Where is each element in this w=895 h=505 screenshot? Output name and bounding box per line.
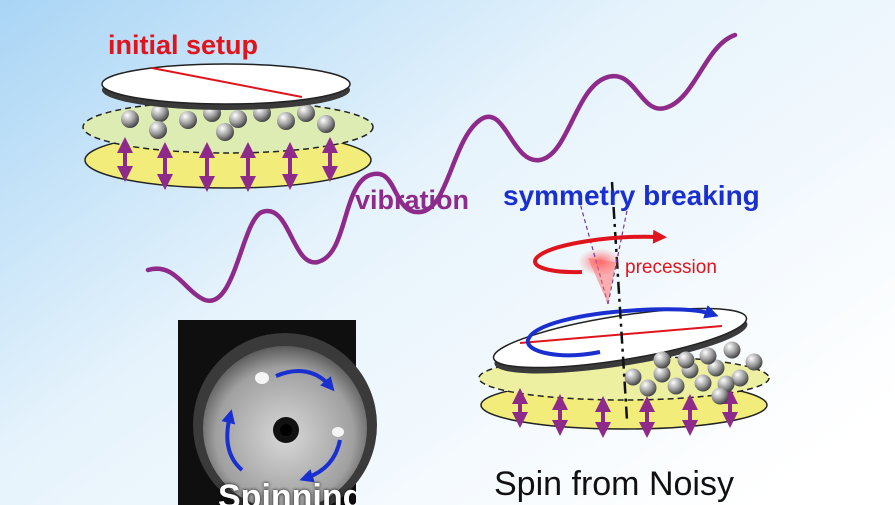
circular-rotation-arrow xyxy=(221,369,342,483)
circular-rotation-arrow xyxy=(525,305,719,358)
vibration-wave xyxy=(145,32,738,303)
top-disk xyxy=(101,63,351,105)
symmetry-breaking-label: symmetry breaking xyxy=(503,180,760,211)
vibration-label: vibration xyxy=(355,185,470,215)
steel-beads xyxy=(624,341,763,405)
photo-overlay-clip: Spinning xyxy=(178,320,356,505)
vertical-axis xyxy=(610,181,629,421)
experiment-photo xyxy=(178,320,377,505)
initial-setup-label: initial setup xyxy=(108,30,259,60)
caption: Spin from Noisy xyxy=(494,465,734,503)
disk-reference-line xyxy=(151,67,303,98)
double-headed-vibration-arrow xyxy=(117,137,338,192)
precession-cone xyxy=(577,195,631,305)
initial-setup-apparatus xyxy=(82,63,374,192)
steel-beads xyxy=(121,104,335,141)
double-headed-vibration-arrow xyxy=(512,388,738,438)
precession-label: precession xyxy=(625,257,717,278)
symmetry-breaking-apparatus xyxy=(478,181,770,438)
precession-arrow xyxy=(532,229,667,275)
photo-overlay-label: Spinning xyxy=(218,478,356,505)
